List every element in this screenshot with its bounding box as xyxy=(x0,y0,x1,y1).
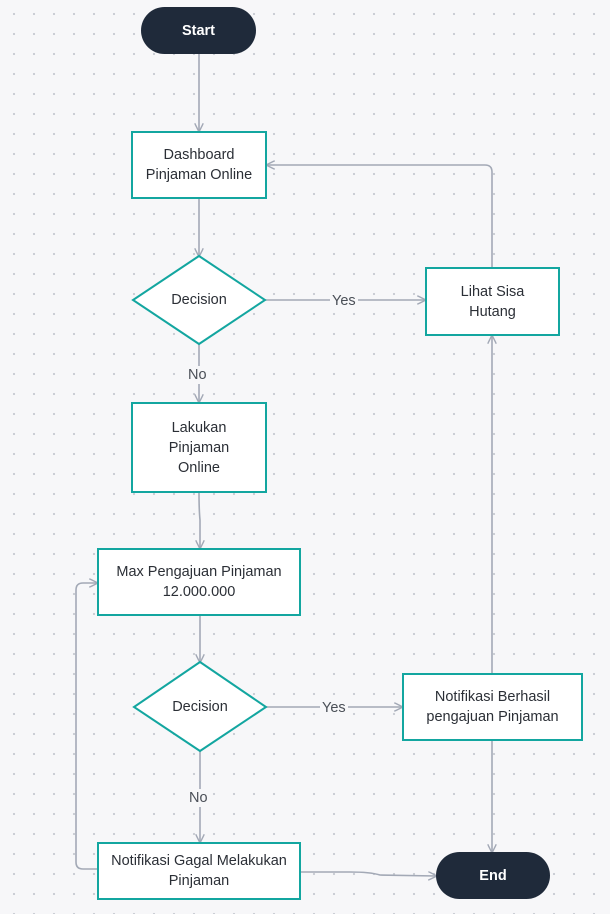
lihat-sisa-box[interactable]: Lihat Sisa Hutang xyxy=(425,267,560,336)
decision2-diamond xyxy=(132,660,268,753)
start-label: Start xyxy=(181,22,216,39)
end-label: End xyxy=(479,867,507,884)
connector-gagal-max xyxy=(75,583,98,870)
lakukan-label: Lakukan Pinjaman Online xyxy=(168,419,230,476)
no1-label: No xyxy=(186,366,209,384)
notif-berhasil-label: Notifikasi Berhasil pengajuan Pinjaman xyxy=(426,689,559,725)
dashboard-box[interactable]: Dashboard Pinjaman Online xyxy=(131,131,267,199)
connector-lihat-dashboard xyxy=(267,165,493,267)
lakukan-box[interactable]: Lakukan Pinjaman Online xyxy=(131,402,267,493)
no2-label: No xyxy=(187,789,210,807)
decision2-label: Decision xyxy=(172,699,228,715)
notif-berhasil-box[interactable]: Notifikasi Berhasil pengajuan Pinjaman xyxy=(402,673,583,741)
yes1-label: Yes xyxy=(330,292,358,310)
yes2-label: Yes xyxy=(320,699,348,717)
notif-gagal-label: Notifikasi Gagal Melakukan Pinjaman xyxy=(111,853,287,889)
connector-lakukan-max xyxy=(199,491,200,548)
connector-gagal-end xyxy=(301,871,436,876)
max-pengajuan-label: Max Pengajuan Pinjaman 12.000.000 xyxy=(116,564,282,600)
max-pengajuan-box[interactable]: Max Pengajuan Pinjaman 12.000.000 xyxy=(97,548,301,616)
lihat-sisa-label: Lihat Sisa Hutang xyxy=(460,283,525,320)
decision1-label: Decision xyxy=(171,292,227,308)
end-terminal[interactable]: End xyxy=(436,852,550,899)
dashboard-label: Dashboard Pinjaman Online xyxy=(145,147,253,183)
decision1-diamond xyxy=(131,254,267,346)
notif-gagal-box[interactable]: Notifikasi Gagal Melakukan Pinjaman xyxy=(97,842,301,900)
start-terminal[interactable]: Start xyxy=(141,7,256,54)
